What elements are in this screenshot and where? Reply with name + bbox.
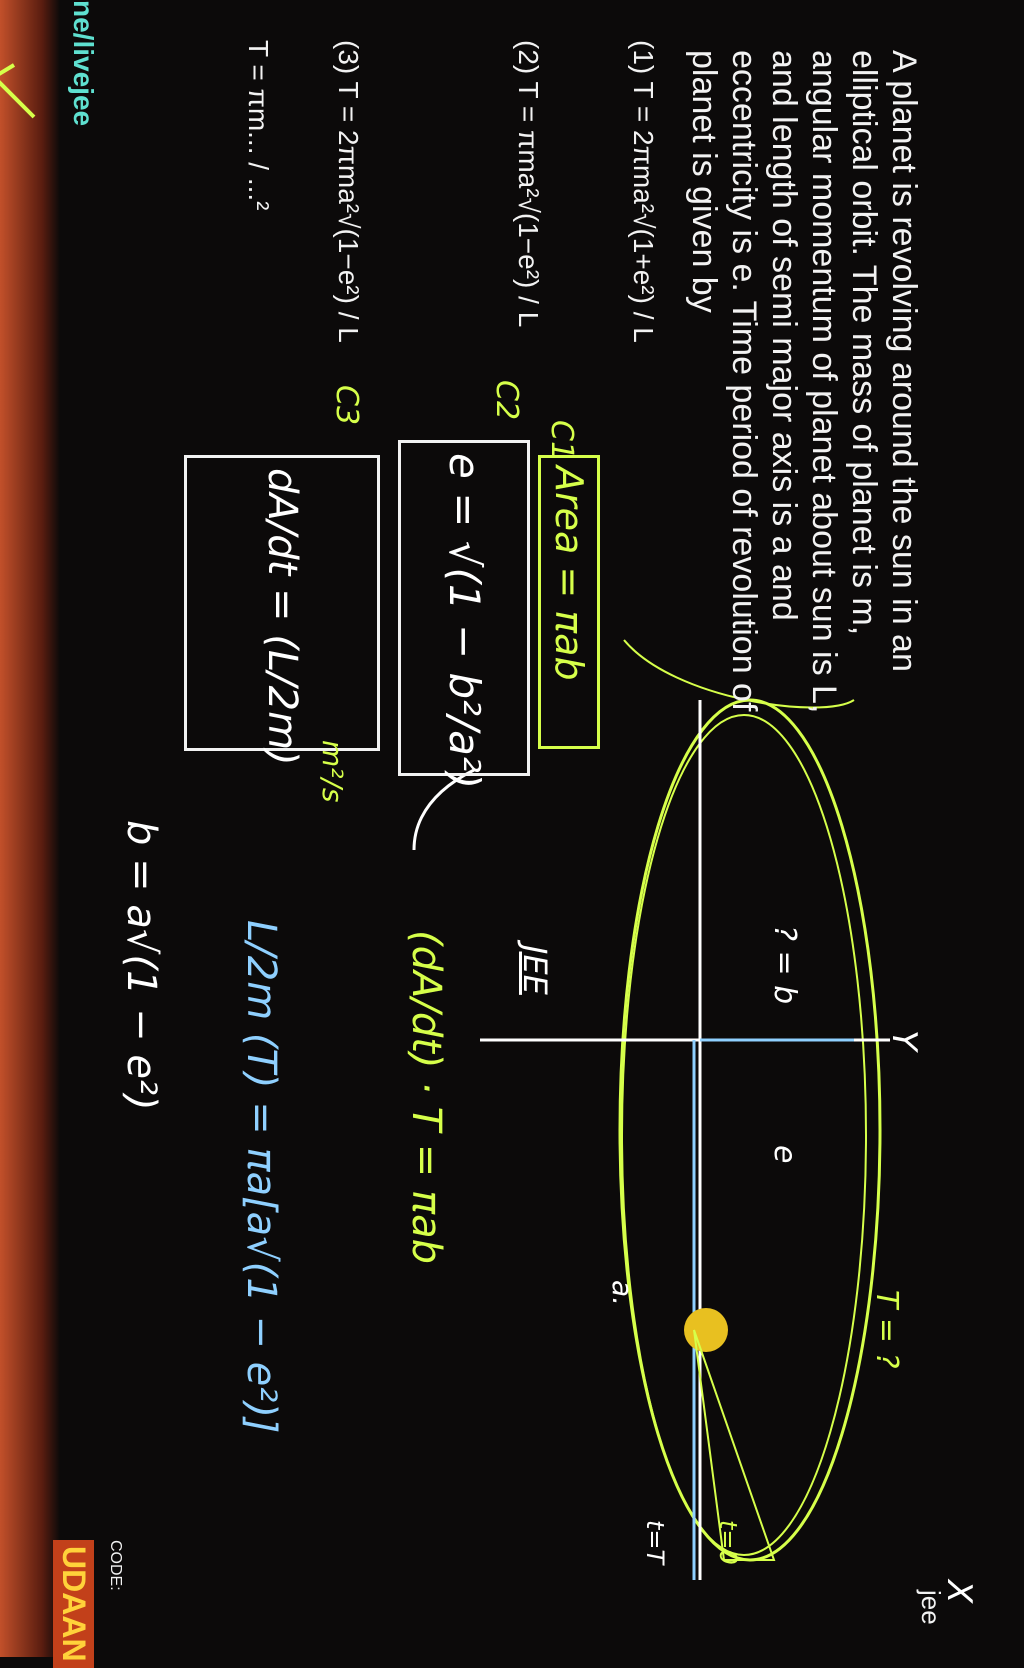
areal-velocity-formula: dA/dt = (L/2m) (184, 455, 380, 766)
b-label: ? = b (767, 925, 802, 1005)
question-line: eccentricity is e. Time period of revolu… (725, 50, 763, 712)
question-line: A planet is revolving around the sun in … (885, 50, 923, 672)
t-unknown: T = ? (869, 1290, 904, 1369)
question-line: planet is given by (685, 50, 723, 313)
option-3[interactable]: (3) T = 2πma²√(1−e²) / L (333, 40, 364, 343)
a-label: a. (606, 1280, 639, 1307)
swept-area (693, 1329, 776, 1561)
label-c3: C3 (329, 385, 364, 426)
arrow-curve (412, 768, 475, 851)
t0-label: t=0 (714, 1520, 742, 1565)
orbit-ellipse-trace (621, 714, 867, 1556)
period-equation-substituted: L/2m (T) = πa[a√(1 − e²)] (238, 920, 284, 1434)
option-4[interactable]: T = πm... / ...² (243, 40, 274, 211)
e-label: e (767, 1145, 802, 1164)
code-badge: UDAAN (53, 1540, 94, 1668)
checkmark-icon (0, 63, 36, 119)
jee-label: JEE (516, 945, 554, 995)
units-label: m²/s (316, 740, 349, 803)
b-formula: b = a√(1 − e²) (118, 820, 164, 1111)
period-equation: (dA/dt) · T = πab (403, 930, 449, 1265)
question-line: and length of semi major axis is a and (765, 50, 803, 621)
arrow-curve-area (623, 639, 855, 709)
orbit-ellipse (618, 698, 882, 1562)
code-label: CODE: (107, 1540, 124, 1591)
y-axis-label: Y (884, 1030, 924, 1051)
sun-icon (684, 1308, 728, 1352)
area-formula: Area = πab (538, 455, 600, 749)
channel-watermark: ne/livejee (68, 0, 99, 127)
tT-label: t=T (641, 1520, 669, 1565)
x-axis-label: X (939, 1580, 979, 1604)
option-2[interactable]: (2) T = πma²√(1−e²) / L (513, 40, 544, 328)
question-line: elliptical orbit. The mass of planet is … (845, 50, 883, 636)
eccentricity-formula: e = √(1 − b²/a²) (398, 440, 530, 789)
option-1[interactable]: (1) T = 2πma²√(1+e²) / L (628, 40, 659, 343)
red-background-edge (0, 0, 60, 1657)
question-line: angular momentum of planet about sun is … (805, 50, 843, 714)
label-c2: C2 (489, 380, 524, 421)
